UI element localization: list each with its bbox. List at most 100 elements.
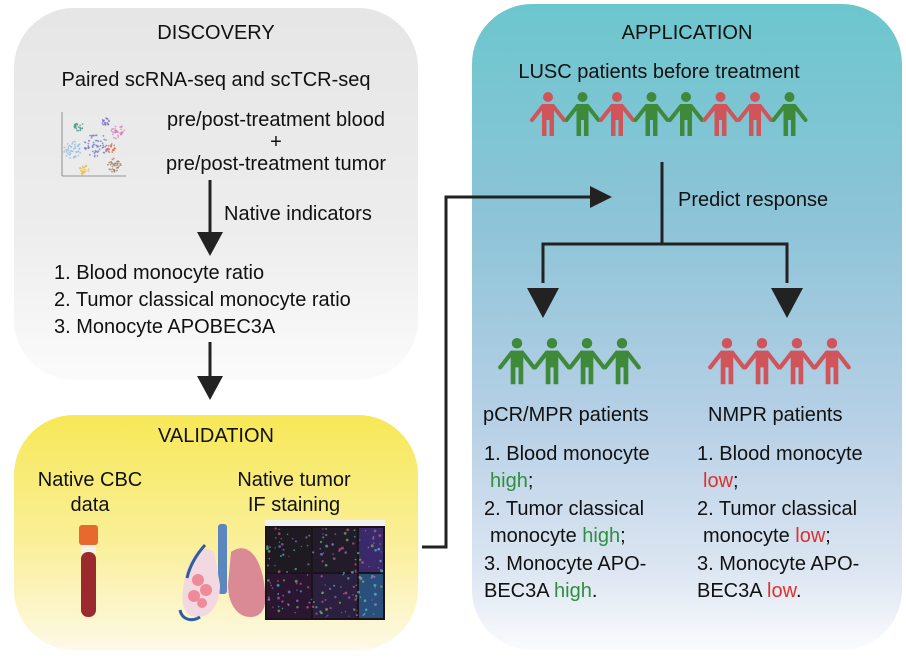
if-signal-dot — [325, 616, 327, 618]
person-icon — [564, 92, 601, 136]
if-signal-dot — [306, 605, 309, 609]
if-signal-dot — [305, 536, 308, 539]
if-signal-dot — [319, 610, 322, 613]
tsne-point — [92, 141, 95, 144]
tsne-point — [101, 122, 104, 125]
tsne-point — [114, 127, 116, 130]
tsne-point — [67, 148, 70, 150]
tsne-point — [102, 134, 105, 137]
tsne-point — [113, 136, 115, 139]
if-signal-dot — [296, 589, 298, 591]
criterion-level-line: low; — [703, 470, 739, 492]
if-signal-dot — [371, 574, 374, 578]
validation-title: VALIDATION — [158, 425, 274, 447]
if-signal-dot — [270, 584, 272, 587]
tsne-point — [92, 144, 95, 147]
if-signal-dot — [324, 563, 328, 567]
if-signal-dot — [332, 557, 336, 560]
cbc-label-line1: Native CBC — [37, 469, 143, 491]
if-signal-dot — [267, 549, 271, 553]
if-signal-dot — [277, 532, 281, 536]
tsne-point — [79, 128, 82, 131]
person-icon — [702, 92, 739, 136]
tsne-point — [102, 144, 105, 147]
if-signal-dot — [321, 591, 324, 594]
tsne-point — [112, 149, 115, 151]
criterion-text: 3. Monocyte APO- — [484, 553, 647, 575]
tsne-point — [108, 161, 111, 164]
person-icon — [599, 92, 635, 136]
if-signal-dot — [373, 575, 376, 579]
if-signal-dot — [359, 596, 362, 598]
tsne-point — [81, 123, 84, 126]
tsne-point — [109, 168, 112, 171]
tsne-point — [112, 157, 115, 160]
if-signal-dot — [373, 592, 377, 596]
tsne-point — [79, 151, 82, 154]
if-signal-dot — [322, 533, 324, 535]
if-signal-dot — [271, 587, 274, 589]
if-signal-dot — [362, 614, 365, 616]
tsne-point — [89, 153, 91, 156]
tsne-point — [118, 165, 121, 167]
if-signal-dot — [274, 527, 277, 530]
tsne-point — [87, 142, 90, 145]
if-signal-dot — [354, 558, 357, 561]
tsne-point — [78, 147, 81, 150]
tsne-point — [84, 141, 86, 144]
if-signal-dot — [278, 541, 281, 543]
if-signal-dot — [325, 533, 328, 537]
if-signal-dot — [279, 554, 282, 557]
tsne-point — [99, 144, 102, 147]
elbow-arrow-head — [590, 186, 612, 208]
if-signal-dot — [274, 547, 276, 549]
tsne-point — [75, 151, 78, 154]
if-signal-dot — [344, 591, 348, 595]
native-indicators-label: Native indicators — [224, 203, 372, 225]
tsne-point — [104, 121, 106, 124]
if-signal-dot — [321, 560, 324, 563]
if-signal-dot — [371, 599, 373, 601]
tsne-point — [111, 158, 114, 161]
samples-tumor: pre/post-treatment tumor — [165, 153, 387, 175]
tsne-point — [111, 165, 114, 168]
tsne-point — [79, 169, 82, 172]
if-signal-dot — [287, 590, 291, 594]
punctuation: ; — [825, 525, 831, 547]
person-icon — [633, 92, 670, 136]
tsne-point — [66, 142, 69, 145]
if-signal-dot — [355, 584, 358, 586]
if-signal-dot — [324, 584, 326, 586]
criterion-level-line: BEC3A high. — [484, 580, 597, 602]
if-signal-dot — [277, 605, 280, 608]
if-signal-dot — [281, 607, 284, 610]
if-signal-dot — [356, 551, 360, 555]
if-signal-dot — [320, 574, 323, 578]
if-signal-dot — [380, 568, 382, 571]
tsne-point — [78, 167, 81, 170]
if-signal-dot — [354, 569, 357, 572]
person-icon — [530, 92, 566, 136]
tsne-point — [115, 137, 117, 140]
tsne-point — [68, 144, 71, 147]
if-signal-dot — [377, 547, 381, 551]
tsne-point — [108, 120, 110, 123]
tsne-point — [123, 129, 126, 132]
criterion-text: 2. Tumor classical — [697, 498, 858, 520]
if-signal-dot — [344, 551, 348, 554]
tsne-point — [110, 143, 113, 145]
tsne-point — [80, 168, 83, 170]
tsne-point — [66, 152, 69, 155]
criterion-text: monocyte — [490, 525, 583, 547]
tsne-point — [115, 167, 118, 169]
tsne-point — [65, 155, 68, 157]
if-label-line1: Native tumor — [237, 469, 351, 491]
tsne-point — [111, 170, 113, 173]
split-bar — [541, 242, 789, 283]
tsne-point — [117, 160, 120, 163]
level-high: high — [582, 525, 621, 547]
if-signal-dot — [272, 606, 274, 608]
if-signal-dot — [269, 582, 271, 584]
level-low: low — [703, 470, 734, 492]
